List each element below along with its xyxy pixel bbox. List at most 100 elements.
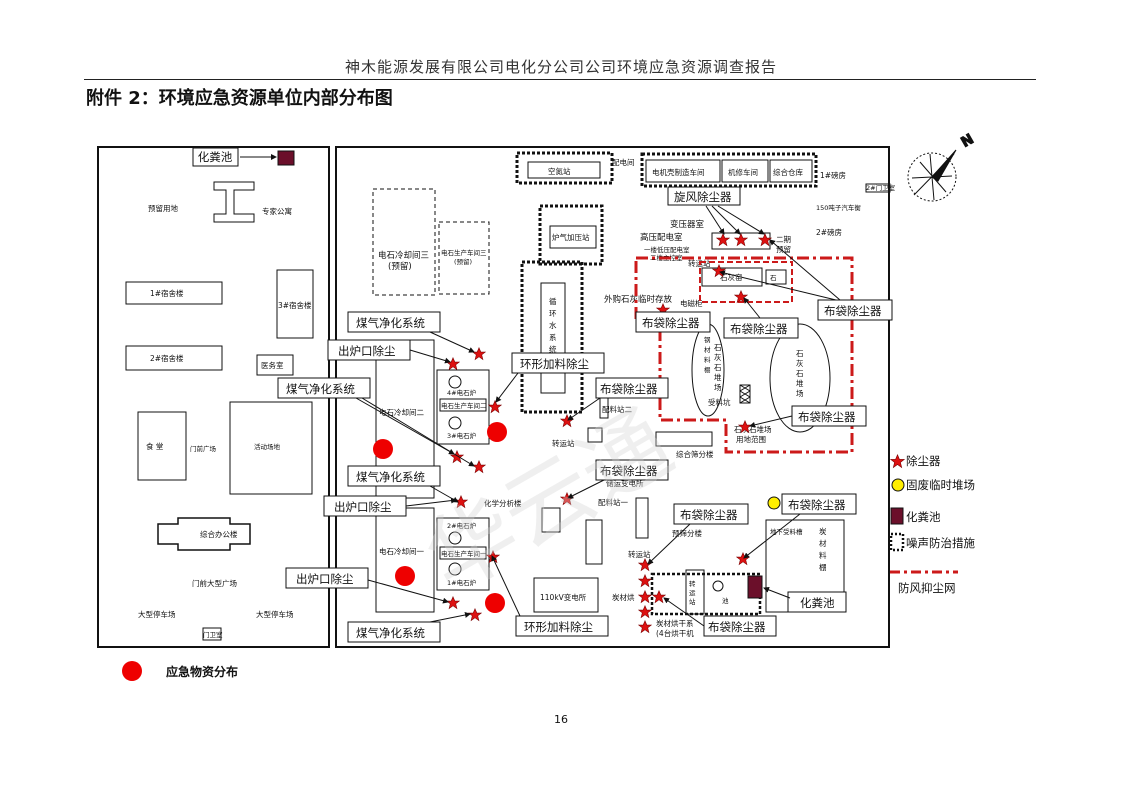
lime-kiln: 石灰窑 <box>720 272 743 282</box>
lime-pile-a: 石灰石堆场 <box>714 343 722 392</box>
storage-substation: 储运变电所 <box>606 478 644 488</box>
em-cabinet: 电磁柜 <box>680 298 703 308</box>
kiln-aux: 石 <box>770 274 777 282</box>
circulating-water: 循环水系统 <box>549 296 557 354</box>
production-3: 电石生产车间三(预留) <box>441 248 487 266</box>
windbreak-net <box>634 256 854 454</box>
transformer-room: 变压器室 <box>670 219 705 230</box>
hv-room: 高压配电室 <box>640 232 683 243</box>
cooling-1: 电石冷却间一 <box>379 546 424 556</box>
outlet-dust-label-2: 出炉口除尘 <box>334 500 392 514</box>
steel-shed: 钢材料棚 <box>704 336 711 374</box>
septic-tank-low <box>747 575 763 599</box>
legend-windbreak: 防风抑尘网 <box>898 581 956 595</box>
carbon-dry: 炭材烘 <box>612 592 635 602</box>
cooling-3: 电石冷却间三(预留) <box>378 250 429 272</box>
emergency-legend-dot <box>122 661 142 681</box>
air-station: 空氮站 <box>548 166 571 176</box>
outlet-dust-label-3: 出炉口除尘 <box>296 572 354 586</box>
transfer-station-low: 转运站 <box>628 549 651 559</box>
living-zone: 化粪池 预留用地 专家公寓 1#宿舍楼 3#宿舍楼 2#宿舍楼 医务室 食 堂 … <box>125 147 314 641</box>
mixing-station-2: 配料站二 <box>602 404 632 414</box>
lab-building: 化学分析楼 <box>484 498 522 508</box>
gate-square: 门前广场 <box>190 444 217 453</box>
page-title: 附件 2：环境应急资源单位内部分布图 <box>86 88 393 109</box>
carbon-shed: 炭材料棚 <box>819 527 827 572</box>
bag-dust-label-4: 布袋除尘器 <box>600 382 658 396</box>
guard-room: 门卫室 <box>203 630 223 639</box>
repair-shop: 机修车间 <box>728 167 758 177</box>
furnace-3: 3#电石炉 <box>447 431 477 440</box>
map-legend: 除尘器 固废临时堆场 化粪池 噪声防治措施 防风抑尘网 <box>889 454 975 595</box>
mixing-station-1: 配料站一 <box>598 497 628 507</box>
septic-callout-top: 化粪池 <box>198 150 233 164</box>
motor-shop: 电机壳制造车间 <box>652 167 705 177</box>
front-square: 门前大型广场 <box>192 578 237 588</box>
furnace-4: 4#电石炉 <box>447 388 477 397</box>
septic-callout-low: 化粪池 <box>800 596 835 610</box>
legend-solid-waste: 固废临时堆场 <box>906 478 975 492</box>
lime-temp-storage: 外购石灰临时存放 <box>604 294 673 305</box>
emergency-supply-points <box>373 422 507 613</box>
svg-text:N: N <box>959 131 977 151</box>
pre-screening: 预筛分楼 <box>672 528 702 538</box>
receiving-pit: 受料坑 <box>708 397 731 407</box>
gas-purify-label-1: 煤气净化系统 <box>356 316 425 330</box>
scale-house-1: 1#磅房 <box>820 170 846 180</box>
furnace-gas-station: 炉气加压站 <box>552 232 590 242</box>
production-1: 电石生产车间一 <box>441 549 487 558</box>
reserved-land: 预留用地 <box>148 203 178 213</box>
underground-chute: 地下受料槽 <box>770 527 803 536</box>
phase2-reserved: 二期预留 <box>776 235 791 254</box>
gas-purify-label-4: 煤气净化系统 <box>356 626 425 640</box>
svg-text:转运站: 转运站 <box>689 579 696 606</box>
scale-house-2: 2#磅房 <box>816 227 842 237</box>
screening-building: 综合筛分楼 <box>676 449 714 459</box>
office-building: 综合办公楼 <box>200 529 238 539</box>
bag-dust-label-5: 布袋除尘器 <box>798 410 856 424</box>
plant-zone: 空氮站 配电间 电机壳制造车间 机修车间 综合仓库 1#磅房 2#门卫室 150… <box>372 151 896 638</box>
pool: 池 <box>722 596 729 605</box>
bag-dust-label-1: 布袋除尘器 <box>824 304 882 318</box>
dorm-2: 2#宿舍楼 <box>150 353 184 363</box>
bag-dust-label-2: 布袋除尘器 <box>642 316 700 330</box>
gas-purify-label-3: 煤气净化系统 <box>356 470 425 484</box>
carbon-dryer: 炭材烘干系(4台烘干机 <box>656 618 694 638</box>
emergency-legend-label: 应急物资分布 <box>166 664 238 679</box>
bag-dust-label-9: 布袋除尘器 <box>708 620 766 634</box>
transfer-station-mid: 转运站 <box>552 438 575 448</box>
canteen: 食 堂 <box>146 441 164 451</box>
dorm-1: 1#宿舍楼 <box>150 288 184 298</box>
dorm-3: 3#宿舍楼 <box>278 300 312 310</box>
ring-feed-label-1: 环形加料除尘 <box>520 357 589 371</box>
legend-septic: 化粪池 <box>906 510 941 524</box>
substation-110kv: 110kV变电所 <box>540 592 587 602</box>
header-rule <box>84 79 1036 80</box>
power-room: 配电间 <box>612 157 635 167</box>
outlet-dust-label-1: 出炉口除尘 <box>338 344 396 358</box>
activity-field: 活动场地 <box>254 442 281 451</box>
parking-2: 大型停车场 <box>256 609 294 619</box>
bag-dust-label-3: 布袋除尘器 <box>730 322 788 336</box>
parking-1: 大型停车场 <box>138 609 176 619</box>
truck-scale: 150吨子汽车衡 <box>816 203 861 212</box>
septic-tank-top <box>277 150 295 166</box>
cooling-2: 电石冷却间二 <box>379 407 424 417</box>
lime-pile-b: 石灰石堆场 <box>796 349 804 398</box>
ring-feed-label-2: 环形加料除尘 <box>524 620 593 634</box>
page-number: 16 <box>554 713 568 726</box>
legend-noise: 噪声防治措施 <box>906 536 975 550</box>
bag-dust-label-7: 布袋除尘器 <box>680 508 738 522</box>
lime-pile-range: 石灰石堆场用地范围 <box>734 424 772 444</box>
production-2: 电石生产车间二 <box>441 401 487 410</box>
legend-dust: 除尘器 <box>906 454 941 468</box>
furnace-2: 2#电石炉 <box>447 521 477 530</box>
north-compass: N <box>907 131 977 202</box>
gas-purify-label-2: 煤气净化系统 <box>286 382 355 396</box>
guard-room-2: 2#门卫室 <box>866 183 896 192</box>
expert-apartment: 专家公寓 <box>262 206 292 216</box>
warehouse: 综合仓库 <box>773 167 803 177</box>
report-header: 神木能源发展有限公司电化分公司公司环境应急资源调查报告 <box>344 58 777 76</box>
bag-dust-label-6: 布袋除尘器 <box>600 464 658 478</box>
